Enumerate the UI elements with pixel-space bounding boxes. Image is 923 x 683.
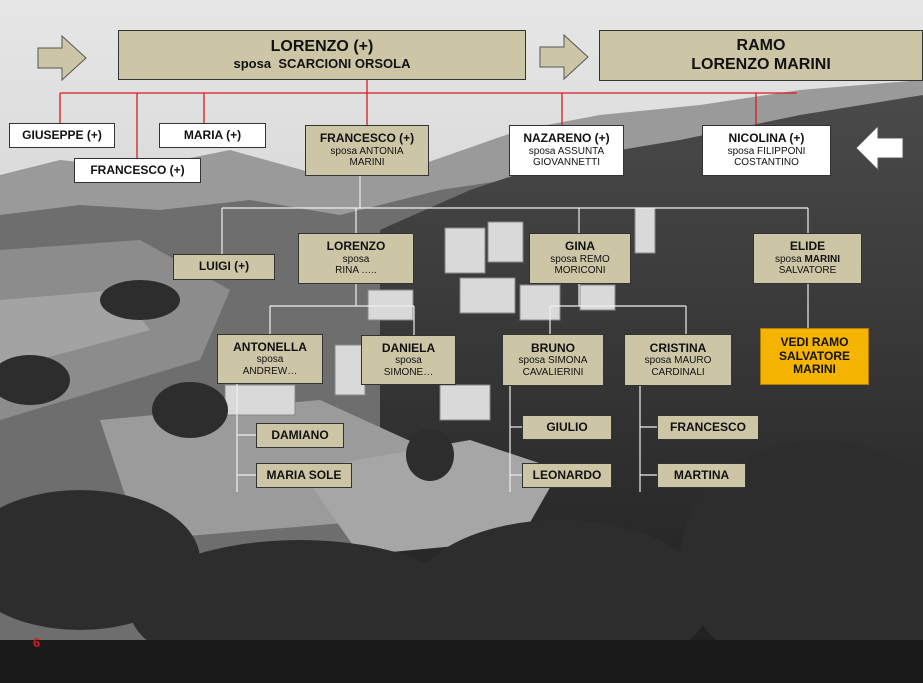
spouse-line: sposa SIMONA (518, 355, 588, 367)
person-elide: ELIDE sposa MARINI SALVATORE (753, 233, 862, 284)
spouse-prefix: sposa (233, 55, 272, 71)
person-maria-sole: MARIA SOLE (256, 463, 352, 488)
person-damiano: DAMIANO (256, 423, 344, 448)
arrow-right-icon (37, 34, 87, 82)
spouse-line: ANDREW… (242, 365, 298, 377)
ramo-title-box: RAMO LORENZO MARINI (599, 30, 923, 81)
person-name: DAMIANO (271, 427, 329, 442)
person-bruno: BRUNO sposa SIMONA CAVALIERINI (502, 334, 604, 386)
spouse-line: sposa FILIPPONI (727, 145, 806, 157)
person-name: ELIDE (789, 239, 826, 254)
person-lorenzo-2: LORENZO sposa RINA ….. (298, 233, 414, 284)
person-gina: GINA sposa REMO MORICONI (529, 233, 631, 284)
spouse-line: SALVATORE (778, 265, 837, 277)
spouse-line: SIMONE… (383, 366, 434, 378)
person-name: MARTINA (673, 467, 730, 482)
spouse-line: RINA ….. (335, 265, 377, 277)
person-daniela: DANIELA sposa SIMONE… (361, 335, 456, 385)
spouse-line: sposa (395, 355, 422, 367)
spouse-line: sposa MARINI (775, 254, 840, 266)
spouse-line: MARINI (349, 157, 385, 169)
spouse-line: CAVALIERINI (522, 366, 584, 378)
person-cristina: CRISTINA sposa MAURO CARDINALI (624, 334, 732, 386)
spouse-line: sposa (256, 354, 284, 366)
person-name: FRANCESCO (+) (90, 162, 185, 177)
person-name: NICOLINA (+) (728, 131, 805, 146)
vedi-line1: VEDI RAMO (780, 334, 849, 349)
person-nazareno: NAZARENO (+) sposa ASSUNTA GIOVANNETTI (509, 125, 624, 176)
person-giulio: GIULIO (522, 415, 612, 440)
spouse-line: GIOVANNETTI (532, 157, 601, 169)
person-leonardo: LEONARDO (522, 463, 612, 488)
person-name: BRUNO (531, 340, 575, 355)
page-number: 6 (33, 635, 41, 650)
person-name: DANIELA (381, 340, 436, 355)
person-nicolina: NICOLINA (+) sposa FILIPPONI COSTANTINO (702, 125, 831, 176)
person-name: LEONARDO (532, 467, 602, 482)
person-name: ANTONELLA (233, 339, 307, 354)
spouse-line: sposa MAURO (644, 355, 712, 367)
lorenzo-root-name: LORENZO (+) (270, 38, 374, 56)
vedi-ramo-link-box[interactable]: VEDI RAMO SALVATORE MARINI (760, 328, 869, 385)
person-luigi: LUIGI (+) (173, 254, 275, 280)
arrow-left-icon (855, 124, 904, 172)
person-name: FRANCESCO (669, 419, 746, 434)
person-name: FRANCESCO (+) (319, 131, 415, 146)
person-name: GIULIO (546, 419, 588, 434)
person-maria: MARIA (+) (159, 123, 266, 148)
person-name: LORENZO (326, 239, 386, 254)
person-name: MARIA (+) (183, 127, 242, 142)
person-francesco-main: FRANCESCO (+) sposa ANTONIA MARINI (305, 125, 429, 176)
spouse-name: SCARCIONI ORSOLA (278, 55, 411, 71)
person-martina: MARTINA (657, 463, 746, 488)
person-name: LUIGI (+) (198, 259, 250, 274)
spouse-surname: MARINI (804, 253, 841, 265)
person-francesco-small: FRANCESCO (+) (74, 158, 201, 183)
person-antonella: ANTONELLA sposa ANDREW… (217, 334, 323, 384)
spouse-prefix: sposa (774, 253, 805, 265)
vedi-line3: MARINI (793, 362, 836, 377)
spouse-line: sposa ASSUNTA (528, 145, 605, 157)
person-francesco-3: FRANCESCO (657, 415, 759, 440)
person-name: GINA (565, 239, 595, 254)
spouse-line: CARDINALI (651, 366, 705, 378)
person-name: MARIA SOLE (266, 467, 342, 482)
vedi-line2: SALVATORE (778, 348, 851, 363)
person-giuseppe: GIUSEPPE (+) (9, 123, 115, 148)
spouse-line: MORICONI (554, 265, 606, 277)
spouse-line: COSTANTINO (734, 157, 799, 169)
arrow-right-icon (539, 33, 589, 81)
spouse-line: sposa REMO (550, 253, 610, 265)
ramo-line1: RAMO (736, 37, 786, 55)
spouse-line: sposa ANTONIA (330, 145, 404, 157)
person-name: NAZARENO (+) (523, 131, 610, 146)
lorenzo-root-box: LORENZO (+) sposa SCARCIONI ORSOLA (118, 30, 526, 80)
ramo-line2: LORENZO MARINI (691, 55, 831, 73)
person-name: CRISTINA (649, 340, 707, 355)
lorenzo-root-spouse: sposa SCARCIONI ORSOLA (233, 55, 411, 72)
person-name: GIUSEPPE (+) (22, 127, 102, 142)
spouse-line: sposa (342, 253, 370, 265)
